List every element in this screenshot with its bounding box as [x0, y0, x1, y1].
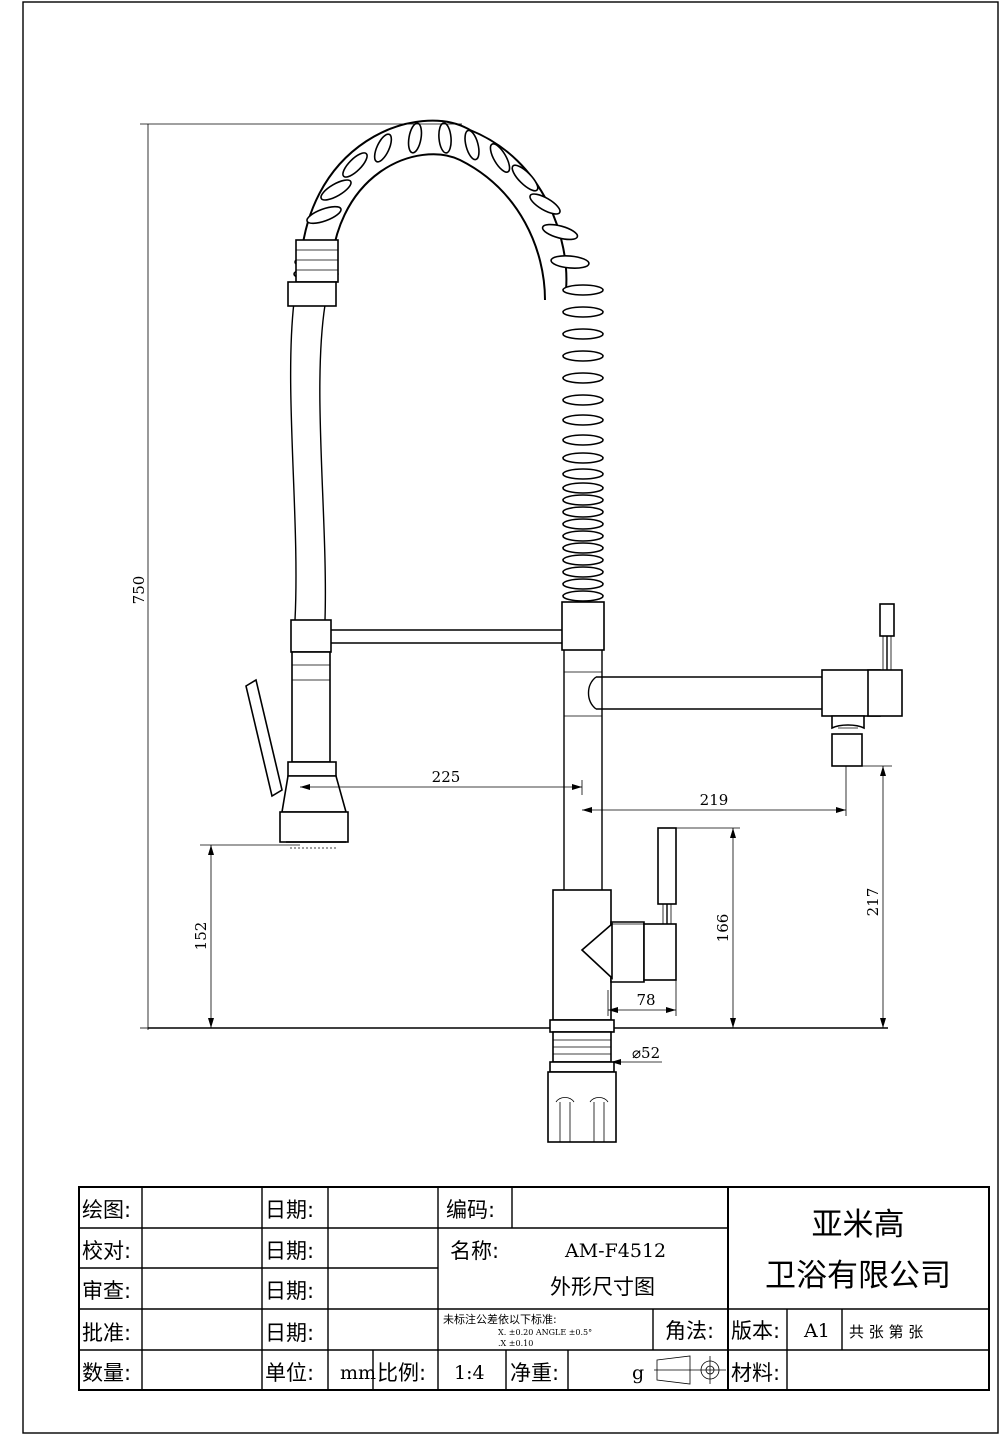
dimension-labels: 750 225 219 152 166 217 78 ⌀52 [130, 576, 882, 1062]
scale-value: 1:4 [454, 1362, 485, 1384]
dimension-lines [140, 123, 892, 1065]
dim-217: 217 [864, 888, 882, 917]
dim-166: 166 [714, 914, 732, 943]
code-label: 编码: [446, 1198, 495, 1222]
date-label-checked: 日期: [265, 1239, 314, 1263]
dim-219: 219 [700, 791, 729, 809]
faucet-outline [148, 119, 903, 1143]
model-number: AM-F4512 [564, 1240, 666, 1262]
company-name-line-1: 亚米高 [812, 1207, 905, 1243]
dim-78: 78 [636, 991, 655, 1009]
reviewed-label: 审查: [82, 1279, 131, 1303]
version-value: A1 [803, 1320, 830, 1342]
date-label-reviewed: 日期: [265, 1279, 314, 1303]
checked-label: 校对: [82, 1239, 131, 1263]
material-label: 材料: [731, 1361, 780, 1385]
name-label: 名称: [450, 1239, 499, 1263]
date-label-drawn: 日期: [265, 1198, 314, 1222]
unit-label: 单位: [265, 1361, 314, 1385]
weight-unit: g [632, 1362, 644, 1384]
date-label-approved: 日期: [265, 1321, 314, 1345]
company-name-line-2: 卫浴有限公司 [765, 1258, 951, 1294]
scale-label: 比例: [377, 1361, 426, 1385]
dim-225: 225 [432, 768, 461, 786]
spring-coils-column [562, 284, 604, 602]
projection-symbol-icon [654, 1355, 726, 1385]
tolerance-line-1: X. ±0.20 ANGLE ±0.5° [498, 1328, 592, 1337]
unit-value: mm [340, 1362, 376, 1384]
approved-label: 批准: [82, 1321, 131, 1345]
quantity-label: 数量: [82, 1361, 131, 1385]
drawing-title: 外形尺寸图 [550, 1275, 655, 1299]
tolerance-line-2: .X ±0.10 [498, 1339, 533, 1348]
tolerance-title: 未标注公差依以下标准: [443, 1312, 557, 1326]
drawn-label: 绘图: [82, 1198, 131, 1222]
dim-750: 750 [130, 576, 148, 605]
title-block: 绘图: 校对: 审查: 批准: 数量: 日期: 日期: 日期: 日期: 单位: … [78, 1186, 990, 1391]
projection-label: 角法: [665, 1319, 714, 1343]
sheet-count: 共 张 第 张 [849, 1323, 923, 1341]
net-weight-label: 净重: [510, 1361, 559, 1385]
version-label: 版本: [731, 1319, 780, 1343]
dim-152: 152 [192, 922, 210, 951]
dim-52: ⌀52 [632, 1044, 660, 1062]
drawing-border [22, 1, 999, 1434]
